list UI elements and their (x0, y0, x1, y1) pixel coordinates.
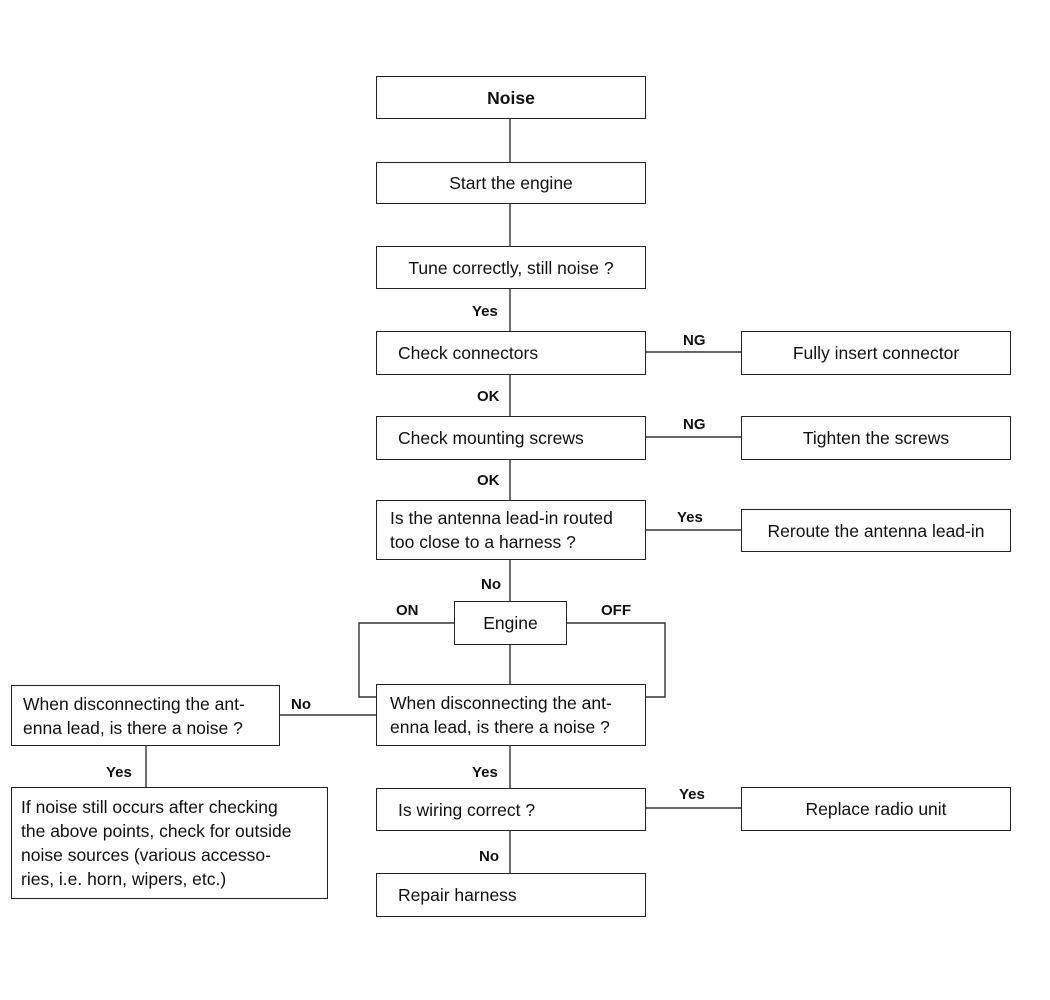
tighten-screws-text: Tighten the screws (802, 428, 950, 448)
reroute-antenna-text: Reroute the antenna lead-in (767, 520, 985, 541)
label-ng-connectors: NG (683, 332, 706, 349)
outside-noise-line-2: the above points, check for outside (21, 821, 292, 841)
label-yes-tune: Yes (472, 303, 498, 320)
label-yes-disconnect: Yes (472, 764, 498, 781)
label-no-disconnect: No (291, 696, 311, 713)
start-engine-text: Start the engine (449, 173, 573, 193)
reroute-antenna-box: Reroute the antenna lead-in (741, 509, 1011, 552)
check-mounting-screws-box: Check mounting screws (376, 416, 646, 460)
label-off-engine: OFF (601, 602, 631, 619)
label-yes-antenna: Yes (677, 509, 703, 526)
outside-noise-line-4: ries, i.e. horn, wipers, etc.) (21, 869, 227, 889)
disconnect-center-line-1: When disconnecting the ant- (390, 693, 612, 713)
tune-correctly-box: Tune correctly, still noise ? (376, 246, 646, 289)
label-yes-wiring: Yes (679, 786, 705, 803)
engine-box: Engine (454, 601, 567, 645)
fully-insert-connector-text: Fully insert connector (792, 343, 960, 363)
tighten-screws-box: Tighten the screws (741, 416, 1011, 460)
check-connectors-box: Check connectors (376, 331, 646, 375)
antenna-routed-line-1: Is the antenna lead-in routed (390, 508, 613, 528)
check-mounting-screws-text: Check mounting screws (398, 428, 584, 448)
label-ok-connectors: OK (477, 388, 500, 405)
replace-radio-unit-box: Replace radio unit (741, 787, 1011, 831)
wiring-correct-text: Is wiring correct ? (398, 799, 536, 820)
disconnect-center-box: When disconnecting the ant- enna lead, i… (376, 684, 646, 746)
disconnect-left-line-2: enna lead, is there a noise ? (23, 717, 243, 738)
noise-text: Noise (487, 87, 535, 108)
outside-noise-line-1: If noise still occurs after checking (21, 797, 278, 817)
label-on-engine: ON (396, 602, 419, 619)
engine-text: Engine (483, 613, 538, 633)
line-engine-on (358, 622, 454, 698)
check-connectors-text: Check connectors (398, 343, 539, 363)
disconnect-center-line-2: enna lead, is there a noise ? (390, 717, 610, 737)
label-no-wiring: No (479, 848, 499, 865)
repair-harness-box: Repair harness (376, 873, 646, 917)
outside-noise-box: If noise still occurs after checking the… (11, 787, 328, 899)
noise-box: Noise (376, 76, 646, 119)
repair-harness-text: Repair harness (398, 885, 517, 905)
replace-radio-unit-text: Replace radio unit (805, 799, 947, 819)
wiring-correct-box: Is wiring correct ? (376, 788, 646, 831)
antenna-routed-line-2: too close to a harness ? (390, 532, 576, 552)
tune-correctly-text: Tune correctly, still noise ? (408, 257, 614, 278)
label-ok-screws: OK (477, 472, 500, 489)
antenna-routed-box: Is the antenna lead-in routed too close … (376, 500, 646, 560)
label-no-antenna: No (481, 576, 501, 593)
start-engine-box: Start the engine (376, 162, 646, 204)
disconnect-left-line-1: When disconnecting the ant- (23, 693, 245, 714)
label-ng-screws: NG (683, 416, 706, 433)
label-yes-left-disconnect: Yes (106, 764, 132, 781)
disconnect-left-box: When disconnecting the ant- enna lead, i… (11, 685, 280, 746)
outside-noise-line-3: noise sources (various accesso- (21, 845, 271, 865)
fully-insert-connector-box: Fully insert connector (741, 331, 1011, 375)
line-engine-off (567, 622, 666, 698)
